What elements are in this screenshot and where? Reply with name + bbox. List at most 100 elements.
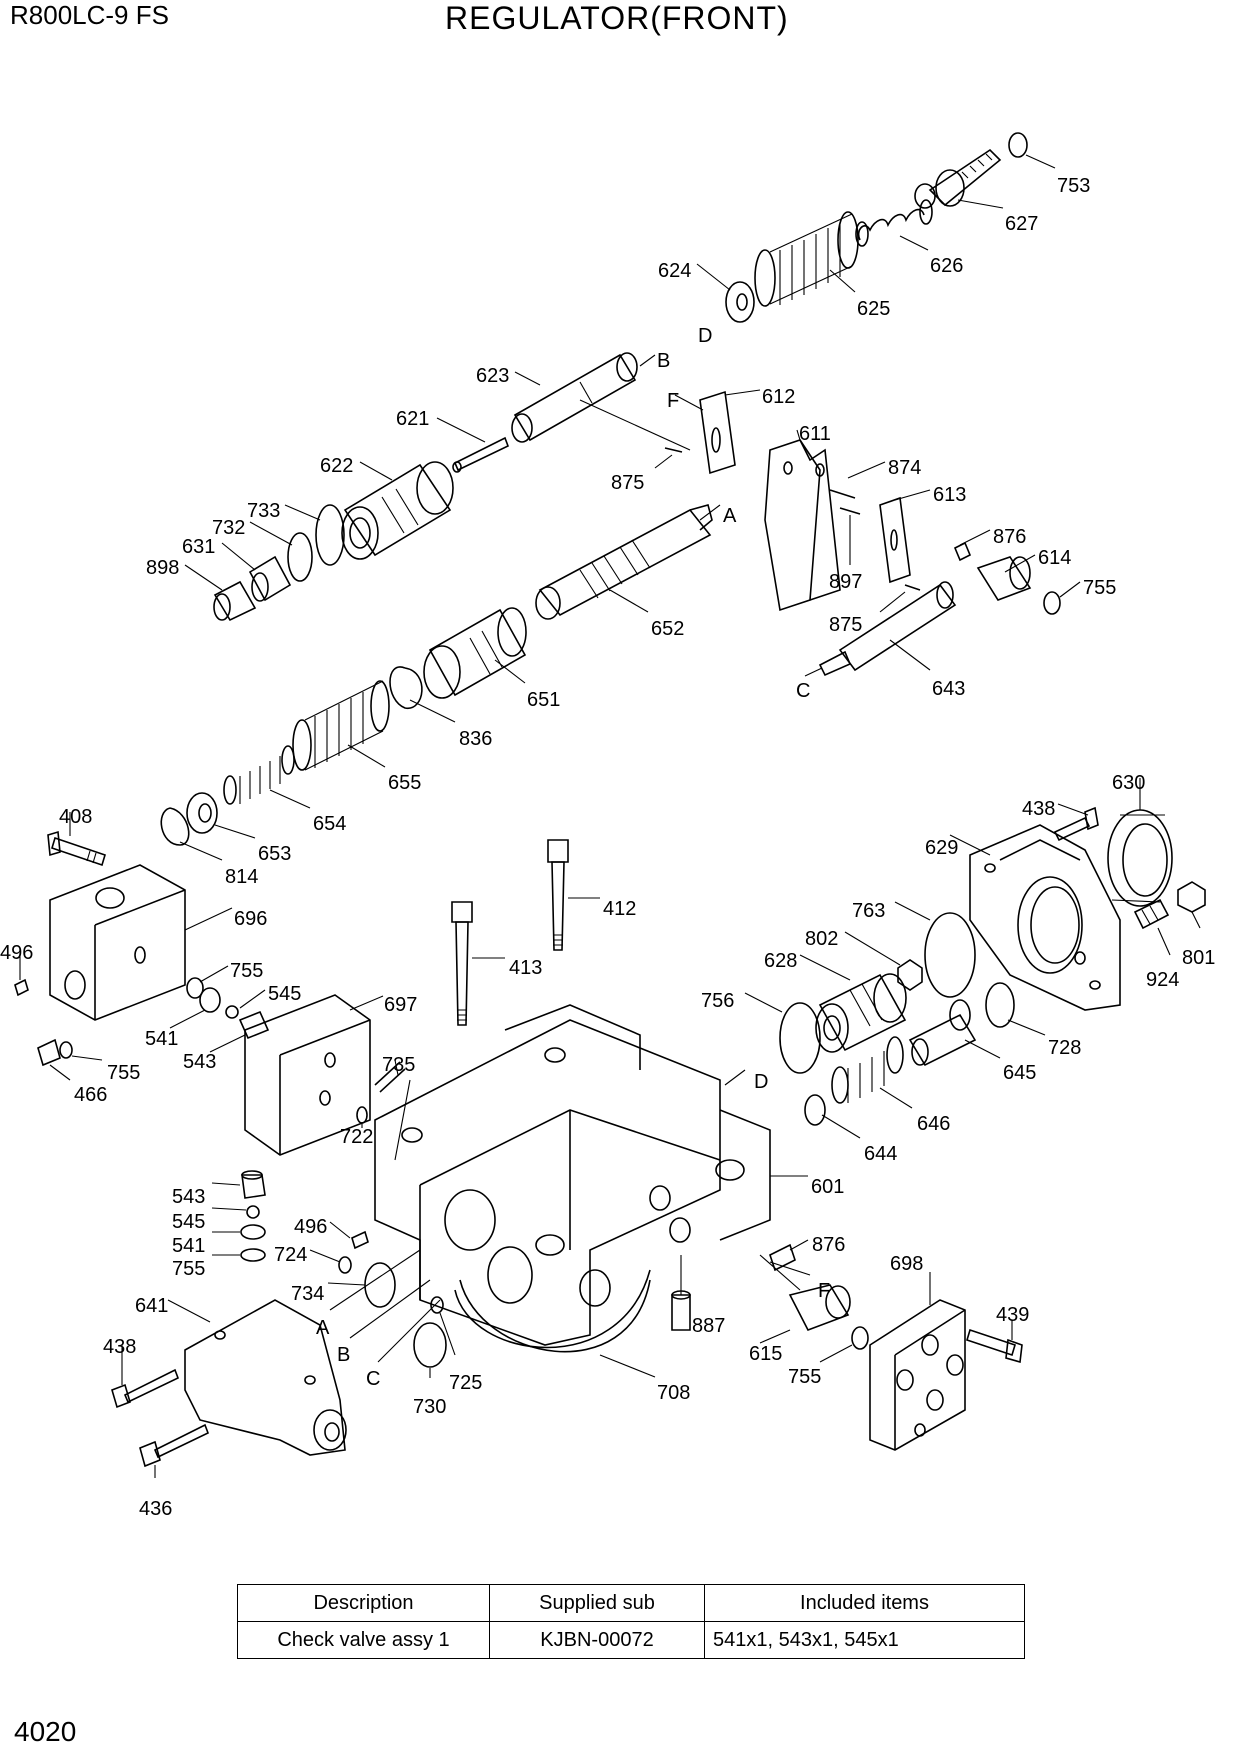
part-413-bolt [451, 901, 505, 1026]
part-732-ring [249, 521, 313, 582]
callout-label: 631 [182, 536, 215, 558]
part-876-pin-upper [953, 529, 991, 562]
part-466-plug [37, 1038, 103, 1081]
part-439-bolt [966, 1320, 1023, 1364]
page-number: 4020 [14, 1716, 77, 1747]
part-631-sleeve [221, 542, 292, 602]
part-627-adjusting-screw [914, 148, 1004, 209]
callout-label: 698 [890, 1253, 923, 1275]
callout-label: 625 [857, 298, 890, 320]
callout-label: D [754, 1071, 768, 1093]
callout-label: 755 [788, 1366, 821, 1388]
part-623-spool [511, 352, 656, 443]
callout-label: 875 [611, 472, 644, 494]
callout-label: 722 [340, 1126, 373, 1148]
part-628-sleeve [799, 954, 907, 1053]
part-641-cover [167, 1299, 347, 1456]
part-755-o-ring-left [186, 965, 229, 999]
callout-label: 875 [829, 614, 862, 636]
callout-label: 545 [172, 1211, 205, 1233]
part-438-bolt-upper [1053, 803, 1099, 842]
callout-label: A [316, 1317, 330, 1339]
part-541-check-seat [169, 987, 221, 1029]
part-621-pin [436, 417, 510, 473]
callout-label: 732 [212, 517, 245, 539]
callout-label: 655 [388, 772, 421, 794]
callout-label: 439 [996, 1304, 1029, 1326]
callout-label: 438 [1022, 798, 1055, 820]
part-543-plug-lower [211, 1170, 266, 1199]
callout-label: 756 [701, 990, 734, 1012]
callout-label: 545 [268, 983, 301, 1005]
part-652-spool [535, 504, 713, 620]
part-630-lock-nut [1107, 778, 1173, 907]
callout-label: 708 [657, 1382, 690, 1404]
callout-label: 654 [313, 813, 346, 835]
part-897-pin [839, 507, 861, 565]
part-755-o-ring-lower-left [212, 1248, 266, 1262]
model-label: R800LC-9 FS [10, 0, 169, 30]
callout-label: 438 [103, 1336, 136, 1358]
part-545-ball [225, 989, 266, 1019]
callout-label: 412 [603, 898, 636, 920]
callout-label: 874 [888, 457, 921, 479]
callout-label: 651 [527, 689, 560, 711]
part-412-bolt [547, 839, 600, 951]
callout-label: 763 [852, 900, 885, 922]
callout-label: 725 [449, 1372, 482, 1394]
port-marker-lines [329, 1249, 441, 1363]
part-615-plug [759, 1254, 851, 1344]
part-436-bolt [139, 1423, 210, 1478]
part-730-o-ring [413, 1322, 447, 1378]
callout-label: C [366, 1368, 380, 1390]
part-653-spring-seat [186, 792, 256, 839]
callout-label: 615 [749, 1343, 782, 1365]
part-698-cover [869, 1272, 966, 1451]
part-644-spring-seat [804, 1094, 861, 1139]
callout-label: 543 [172, 1186, 205, 1208]
part-696-cover [49, 864, 233, 1021]
part-622-sleeve [341, 461, 454, 560]
part-725-o-ring [430, 1296, 456, 1356]
part-755-o-ring-upper [1043, 581, 1081, 615]
callout-label: 734 [291, 1283, 324, 1305]
callout-label: 466 [74, 1084, 107, 1106]
supplied-sub-table: Description Supplied sub Included items … [237, 1584, 1025, 1659]
callout-label: 730 [413, 1396, 446, 1418]
part-614-plug [976, 554, 1036, 601]
part-541-check-seat-lower [212, 1224, 266, 1240]
part-612-lever [674, 389, 761, 475]
callout-label: 612 [762, 386, 795, 408]
table-row: Check valve assy 1 KJBN-00072 541x1, 543… [237, 1621, 1025, 1659]
reference-lines [394, 504, 811, 1276]
callout-label: 626 [930, 255, 963, 277]
part-408-bolt [47, 812, 106, 867]
part-708-o-ring [454, 1269, 656, 1378]
callout-label: 408 [59, 806, 92, 828]
part-496-plug-left [14, 948, 29, 997]
callout-label: 755 [230, 960, 263, 982]
callout-label: 876 [812, 1234, 845, 1256]
callout-label: B [337, 1344, 350, 1366]
part-613-lever [879, 489, 931, 584]
part-624-spring-seat [696, 263, 755, 323]
part-543-plug [209, 1010, 270, 1053]
callout-label: 898 [146, 557, 179, 579]
callout-label: 728 [1048, 1037, 1081, 1059]
part-734-o-ring [327, 1262, 396, 1308]
part-898-plug [184, 564, 257, 622]
callout-label: 836 [459, 728, 492, 750]
part-651-sleeve [423, 607, 527, 699]
callout-label: C [796, 680, 810, 702]
part-802-nut [844, 931, 923, 991]
callout-label: 696 [234, 908, 267, 930]
callout-label: 887 [692, 1315, 725, 1337]
callout-label: 621 [396, 408, 429, 430]
table-header-row: Description Supplied sub Included items [237, 1584, 1025, 1622]
part-924-set-screw [1133, 898, 1171, 956]
callout-label: 755 [107, 1062, 140, 1084]
cell-description: Check valve assy 1 [237, 1621, 490, 1659]
callout-label: 753 [1057, 175, 1090, 197]
